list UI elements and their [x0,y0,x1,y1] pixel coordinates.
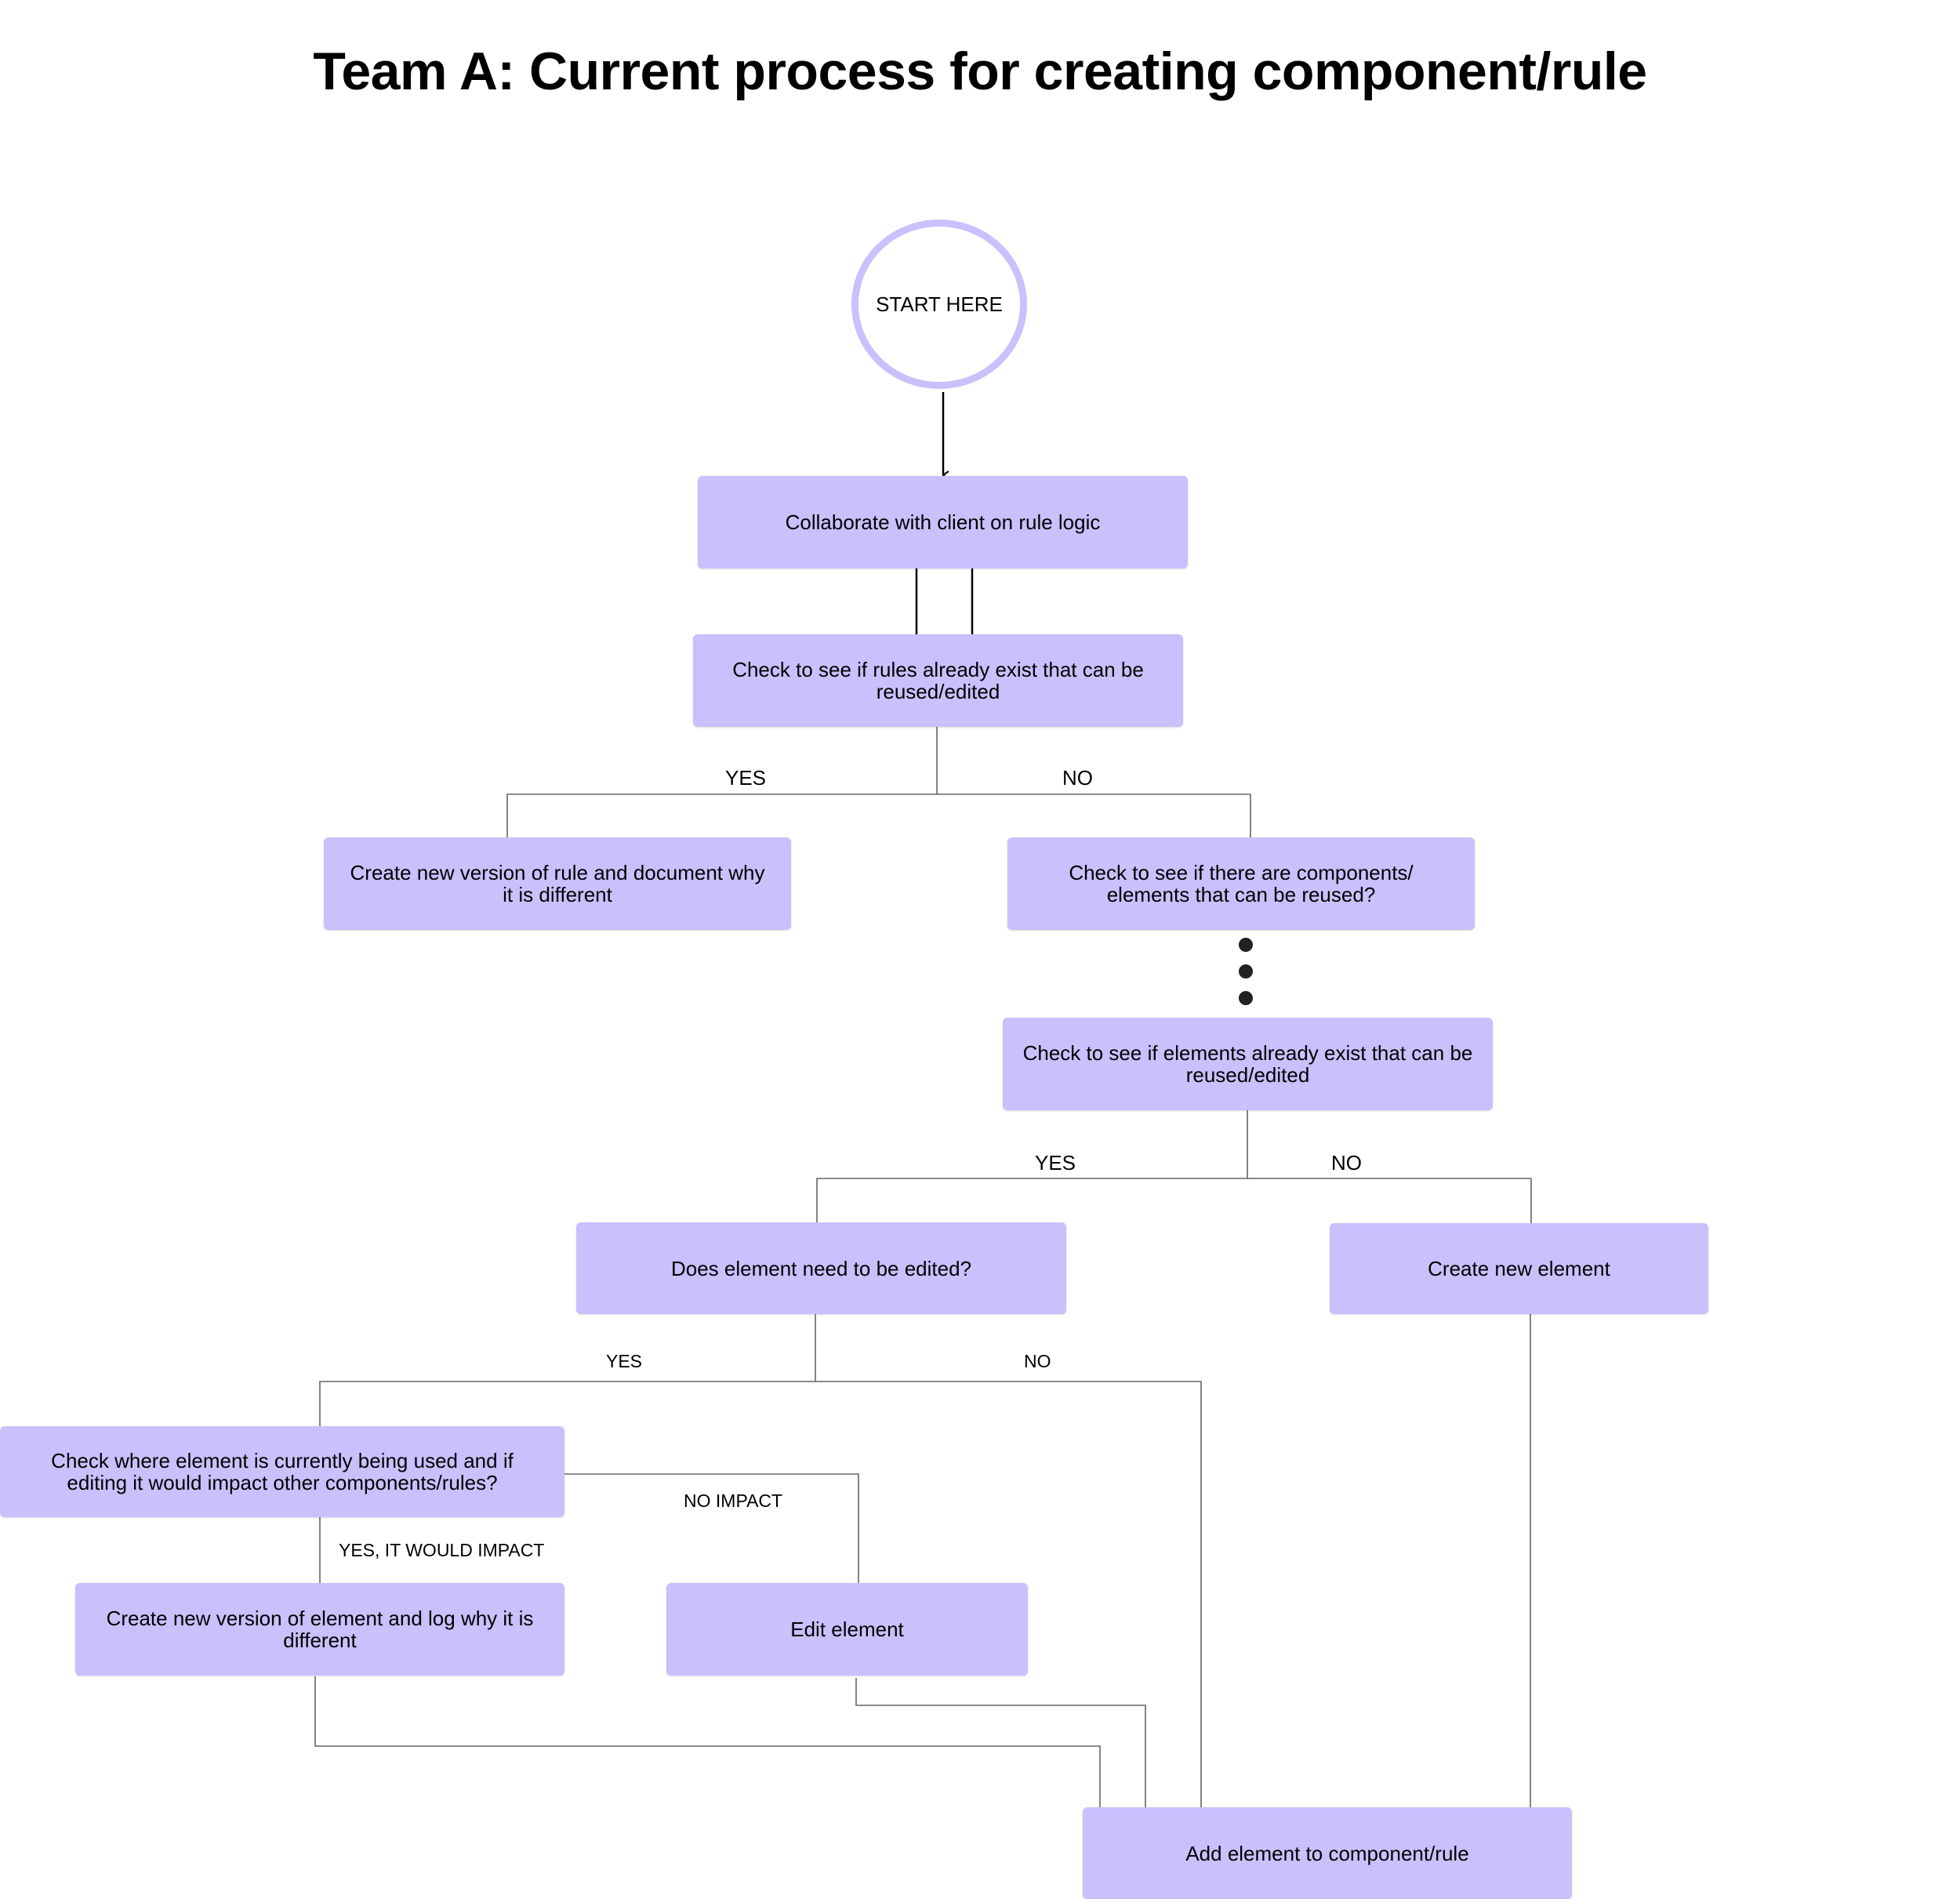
node-collaborate-text: Collaborate with client on rule logic [785,510,1101,534]
label-elements-yes: YES [1035,1151,1076,1175]
node-new-element-version: Create new version of element and log wh… [75,1583,564,1676]
label-rules-no: NO [1062,766,1093,790]
ellipsis-dot-3 [1239,991,1253,1005]
label-no-impact: NO IMPACT [684,1491,783,1511]
node-edit-element-text: Edit element [790,1618,904,1641]
node-check-elements: Check to see if elements already exist t… [1003,1018,1493,1110]
node-new-rule-version-text: Create new version of rule and document … [350,861,765,906]
node-element-edit-question: Does element need to be edited? [576,1222,1066,1314]
ellipsis-dot-2 [1239,964,1253,979]
node-create-element: Create new element [1330,1223,1708,1314]
page-title: Team A: Current process for creating com… [313,42,1647,101]
connector-edit-no [815,1381,1202,1808]
start-node: START HERE [851,220,1027,389]
node-add-element-text: Add element to component/rule [1185,1841,1469,1865]
node-element-edit-question-text: Does element need to be edited? [670,1256,972,1280]
node-new-element-version-text: Create new version of element and log wh… [106,1607,534,1652]
node-check-usage-text: Check where element is currently being u… [51,1449,514,1494]
connector-elements-yes [816,1178,1247,1223]
ellipsis-dot-1 [1239,938,1253,952]
node-create-element-text: Create new element [1428,1257,1610,1280]
connector-new-version-to-add [314,1676,1101,1808]
node-add-element: Add element to component/rule [1083,1807,1572,1899]
node-check-components: Check to see if there are components/ el… [1007,837,1475,930]
node-edit-element: Edit element [666,1583,1028,1676]
connector-rules-yes [506,793,937,838]
connector-no-impact [564,1473,859,1583]
connector-elements-no [1247,1178,1532,1223]
connector-edit-yes [319,1381,815,1427]
label-yes-impact: YES, IT WOULD IMPACT [339,1540,545,1560]
connector-rules-no [937,793,1251,838]
label-elements-no: NO [1331,1151,1362,1175]
start-label: START HERE [876,292,1003,316]
node-check-elements-text: Check to see if elements already exist t… [1022,1041,1473,1087]
node-new-rule-version: Create new version of rule and document … [324,837,791,930]
node-check-rules-text: Check to see if rules already exist that… [732,658,1144,703]
node-collaborate: Collaborate with client on rule logic [698,476,1188,568]
label-rules-yes: YES [725,766,767,790]
connector-edit-to-add [855,1678,1146,1808]
label-edit-no: NO [1024,1351,1051,1371]
node-check-usage: Check where element is currently being u… [0,1426,564,1517]
node-check-rules: Check to see if rules already exist that… [693,634,1183,727]
node-check-components-text: Check to see if there are components/ el… [1069,861,1414,906]
label-edit-yes: YES [606,1351,643,1371]
